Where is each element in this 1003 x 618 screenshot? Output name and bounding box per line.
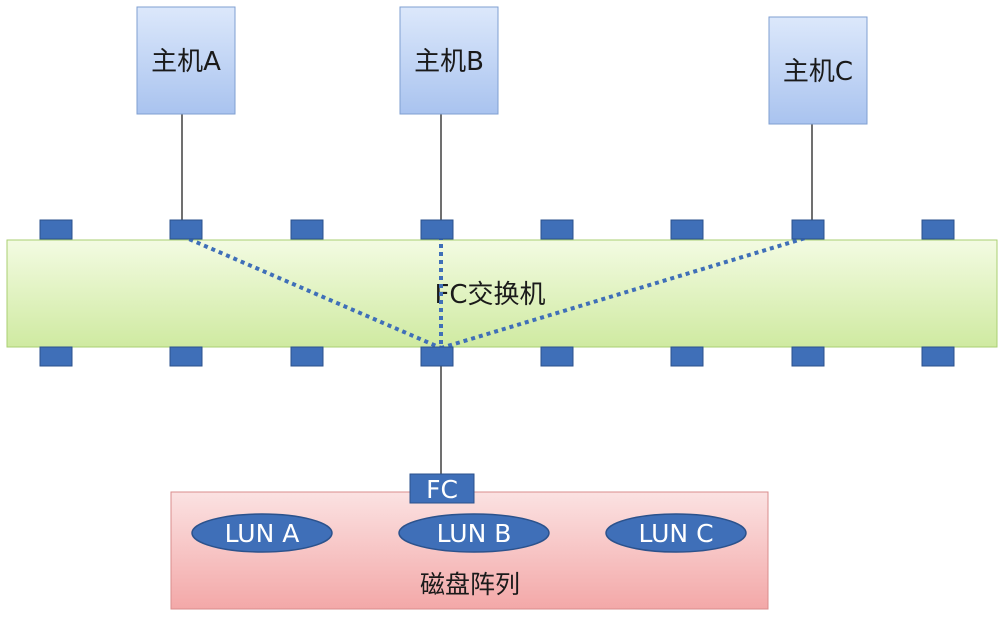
host-c: 主机C (768, 16, 868, 125)
host-a-label: 主机A (151, 47, 221, 77)
zone-host-c (440, 234, 813, 350)
lun-a-label: LUN A (225, 519, 300, 548)
storage-fc-port-box (409, 473, 475, 504)
fc-switch-label: FC交换机 (434, 280, 545, 310)
disk-array-label: 磁盘阵列 (420, 570, 520, 599)
switch-ports-top (39, 219, 955, 240)
lun-c-disk (605, 513, 747, 553)
switch-port (791, 346, 825, 367)
lun-c-label: LUN C (638, 519, 713, 548)
lun-b-label: LUN B (437, 519, 512, 548)
fc-switch: FC交换机 (6, 239, 998, 348)
switch-port (670, 346, 704, 367)
host-a: 主机A (136, 6, 236, 115)
switch-port (670, 219, 704, 240)
switch-port (540, 219, 574, 240)
lun-a-disk (191, 513, 333, 553)
host-b-label: 主机B (414, 47, 484, 77)
disk-array: 磁盘阵列 LUN A LUN B LUN C (170, 491, 769, 610)
zone-host-a (181, 234, 442, 350)
switch-port (290, 219, 324, 240)
switch-ports-bottom (39, 346, 955, 367)
switch-port (420, 346, 454, 367)
switch-port (169, 219, 203, 240)
host-c-box (768, 16, 868, 125)
storage-fc-port: FC (409, 473, 475, 504)
switch-port (921, 346, 955, 367)
lun-a: LUN A (191, 513, 333, 553)
switch-port (540, 346, 574, 367)
host-a-box (136, 6, 236, 115)
lun-c: LUN C (605, 513, 747, 553)
lun-b: LUN B (398, 513, 550, 553)
lun-b-disk (398, 513, 550, 553)
switch-port (420, 219, 454, 240)
storage-fc-port-label: FC (426, 475, 458, 504)
switch-port (169, 346, 203, 367)
host-b-box (399, 6, 499, 115)
switch-port (290, 346, 324, 367)
switch-port (39, 219, 73, 240)
switch-port (791, 219, 825, 240)
switch-port (39, 346, 73, 367)
host-b: 主机B (399, 6, 499, 115)
switch-port (921, 219, 955, 240)
zoning-paths (181, 234, 813, 350)
host-c-label: 主机C (783, 57, 853, 87)
